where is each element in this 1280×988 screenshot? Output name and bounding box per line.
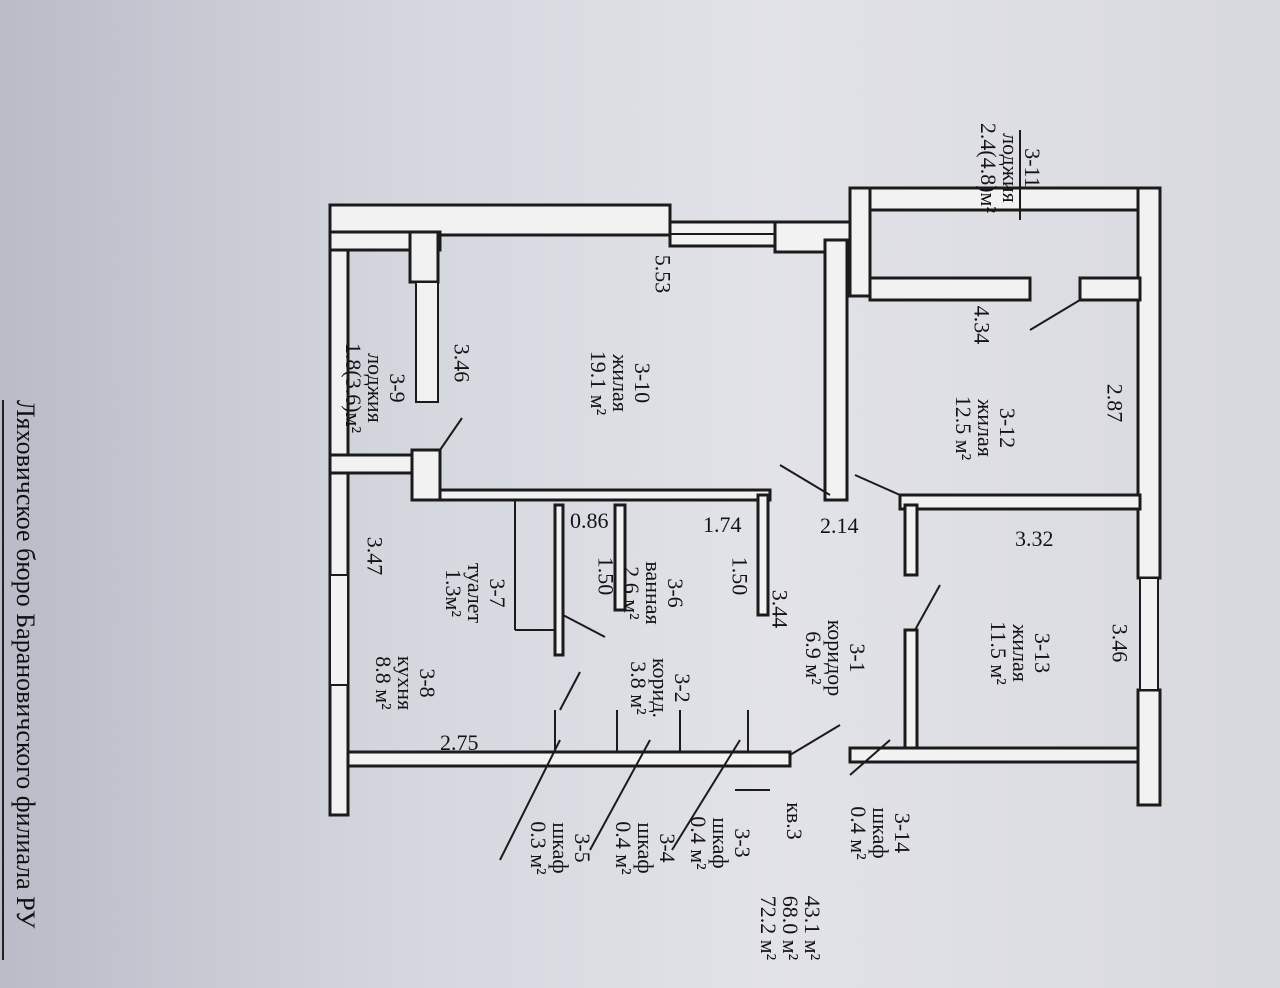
floor-plan-drawing — [328, 130, 1162, 861]
dim-1-50-a: 1.50 — [593, 556, 619, 596]
room-name: ванная — [641, 561, 666, 625]
room-area: 8.8 м² — [371, 656, 396, 710]
room-code: 3-4 — [655, 833, 680, 863]
room-area: 1.3м² — [441, 568, 466, 618]
room-name: коридор — [823, 619, 848, 697]
dim-2-75: 2.75 — [440, 730, 479, 755]
total-2: 68.0 м² — [778, 895, 803, 961]
wall-loggia-9-side — [408, 230, 440, 284]
room-name: шкаф — [708, 817, 733, 869]
room-code: 3-7 — [485, 578, 510, 608]
wall-left — [328, 203, 350, 817]
room-name: лоджия — [998, 133, 1023, 203]
room-area: 1.8(3.6)м² — [341, 342, 366, 434]
room-area: 0.4 м² — [611, 821, 636, 875]
room-3-14-label: 3-14 шкаф 0.4 м² — [846, 783, 915, 883]
wall-kitchen-top — [438, 488, 772, 502]
room-code: 3-10 — [630, 362, 655, 404]
wall-partition-10-12 — [823, 238, 849, 502]
wall-bath-left — [553, 503, 565, 657]
room-code: 3-3 — [730, 828, 755, 858]
room-name: жилая — [608, 354, 633, 412]
dim-3-46-a: 3.46 — [449, 343, 475, 383]
room-code: 3-6 — [663, 578, 688, 608]
room-area: 19.1 м² — [586, 350, 611, 416]
dim-0-86: 0.86 — [570, 508, 609, 533]
wall-partition-12-13 — [898, 493, 1142, 511]
room-3-4-label: 3-4 шкаф 0.4 м² — [611, 798, 680, 898]
dim-2-87: 2.87 — [1102, 383, 1128, 423]
dim-3-32: 3.32 — [1015, 526, 1054, 551]
room-name: шкаф — [633, 822, 658, 874]
total-3: 72.2 м² — [756, 895, 781, 961]
room-3-6-label: 3-6 ванная 2.6 м² — [619, 538, 688, 648]
room-name: жилая — [1008, 624, 1033, 682]
wall-partition-13-left — [903, 503, 919, 577]
wall-closets — [346, 750, 792, 768]
room-code: 3-14 — [890, 812, 915, 854]
room-name: лоджия — [363, 353, 388, 423]
room-3-10-label: 3-10 жилая 19.1 м² — [586, 323, 655, 443]
wall-loggia-inner — [848, 186, 872, 298]
room-3-9-label: 3-9 лоджия 1.8(3.6)м² — [341, 323, 410, 453]
window-loggia-9 — [415, 281, 439, 403]
dim-2-14: 2.14 — [820, 513, 859, 538]
wall-right-lower — [1136, 688, 1162, 807]
room-area: 6.9 м² — [801, 631, 826, 685]
room-area: 12.5 м² — [951, 395, 976, 461]
room-3-12-label: 3-12 жилая 12.5 м² — [951, 368, 1020, 488]
dim-1-74: 1.74 — [703, 512, 742, 537]
apartment-label: кв.3 — [781, 802, 807, 840]
room-area: 0.4 м² — [846, 806, 871, 860]
wall-bath-right — [756, 493, 770, 617]
dim-4-34: 4.34 — [969, 305, 995, 345]
wall-bottom-right — [848, 746, 1162, 764]
window-right — [1139, 577, 1159, 691]
dim-3-46-b: 3.46 — [1107, 623, 1133, 663]
wall-loggia-bottom — [1078, 276, 1142, 302]
room-area: 0.3 м² — [526, 821, 551, 875]
room-area: 2.4(4.8)м² — [976, 122, 1001, 214]
apartment-totals: 43.1 м² 68.0 м² 72.2 м² — [756, 868, 825, 988]
room-3-5-label: 3-5 шкаф 0.3 м² — [526, 798, 595, 898]
room-3-8-label: 3-8 кухня 8.8 м² — [371, 628, 440, 738]
total-1: 43.1 м² — [800, 895, 825, 961]
dim-5-53: 5.53 — [650, 254, 676, 294]
room-code: 3-12 — [995, 407, 1020, 449]
window-kitchen — [329, 574, 349, 686]
room-area: 0.4 м² — [686, 816, 711, 870]
room-area: 11.5 м² — [986, 621, 1011, 685]
room-code: 3-9 — [385, 373, 410, 403]
room-name: шкаф — [868, 807, 893, 859]
window-loggia — [868, 276, 1032, 302]
room-name: туалет — [463, 562, 488, 624]
dim-3-44: 3.44 — [767, 589, 793, 629]
wall-bath-mid — [613, 503, 627, 612]
room-name: шкаф — [548, 822, 573, 874]
room-code: 3-13 — [1030, 632, 1055, 674]
room-3-7-label: 3-7 туалет 1.3м² — [441, 538, 510, 648]
floor-plan-document: 3-11 лоджия 2.4(4.8)м² 3-9 лоджия 1.8(3.… — [2, 103, 1162, 960]
wall-right-upper — [1136, 186, 1162, 580]
room-3-1-label: 3-1 коридор 6.9 м² — [801, 598, 870, 718]
footer-text: Ляховичское бюро Барановичского филиала … — [2, 400, 40, 960]
dim-3-47: 3.47 — [362, 536, 388, 576]
room-3-13-label: 3-13 жилая 11.5 м² — [986, 593, 1055, 713]
wall-top-left — [328, 203, 672, 237]
wall-partition-13-lower — [903, 628, 919, 752]
wall-loggia-9-post — [410, 448, 442, 502]
dim-1-50-b: 1.50 — [727, 556, 753, 596]
room-area: 2.6 м² — [619, 566, 644, 620]
room-code: 3-1 — [845, 643, 870, 673]
room-name: жилая — [973, 399, 998, 457]
room-3-11-label: 3-11 лоджия 2.4(4.8)м² — [976, 103, 1045, 233]
room-3-3-label: 3-3 шкаф 0.4 м² — [686, 793, 755, 893]
room-code: 3-8 — [415, 668, 440, 698]
room-code: 3-5 — [570, 833, 595, 863]
room-name: кухня — [393, 655, 418, 711]
room-code: 3-11 — [1020, 148, 1045, 188]
